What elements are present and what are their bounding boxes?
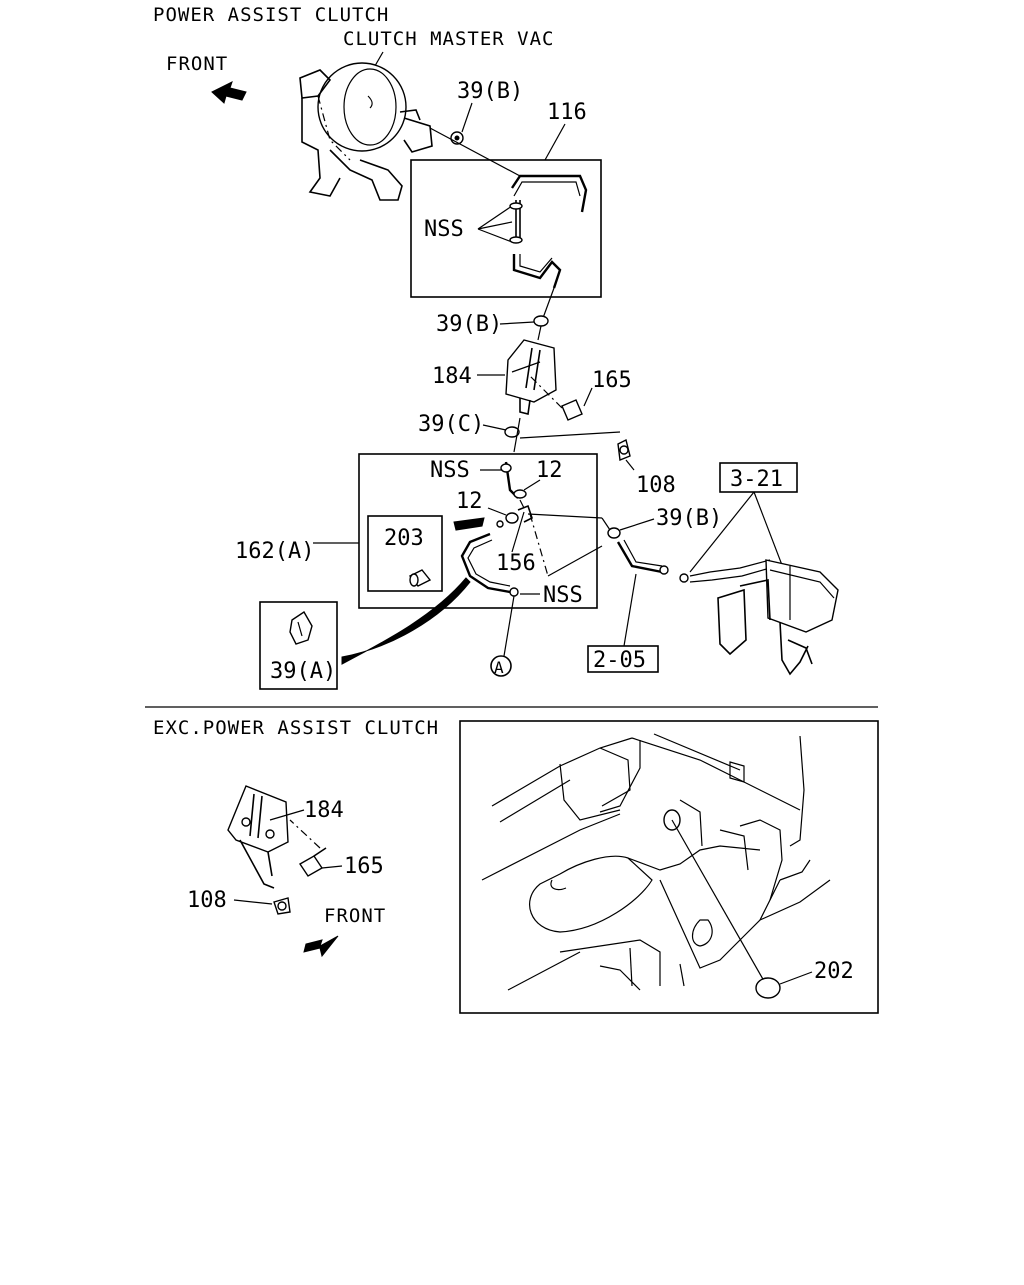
valve-108-top (617, 438, 631, 461)
label-108-top: 108 (636, 473, 676, 498)
clutch-master-vac-part (299, 62, 433, 201)
hose-116 (509, 174, 588, 289)
label-165-top: 165 (592, 368, 632, 393)
label-116: 116 (547, 100, 587, 125)
part-box-162a (358, 453, 598, 609)
label-nss-2: NSS (430, 458, 470, 483)
ref-box-3-21 (719, 462, 798, 493)
label-12-a: 12 (536, 458, 563, 483)
hose-162a (460, 532, 519, 597)
plug-202 (755, 977, 781, 999)
label-39c: 39(C) (418, 412, 484, 437)
clip-39b-mid (533, 315, 549, 327)
part-box-116 (410, 159, 602, 298)
body-floor-drawing (481, 733, 831, 991)
label-clutch-master-vac: CLUTCH MASTER VAC (343, 28, 554, 50)
label-nss-1: NSS (424, 217, 464, 242)
part-box-203 (367, 515, 443, 592)
clip-39a (289, 611, 313, 645)
label-162a: 162(A) (235, 539, 314, 564)
canister-3-21 (679, 559, 839, 676)
front-arrow-icon (303, 935, 339, 958)
label-202: 202 (814, 959, 854, 984)
bolt-165-bottom (289, 819, 327, 877)
label-165-bottom: 165 (344, 854, 384, 879)
label-39b-top: 39(B) (457, 79, 523, 104)
hose-2-05 (616, 539, 669, 575)
label-circle-a: A (494, 658, 504, 677)
label-2-05: 2-05 (593, 648, 646, 673)
label-front-bottom: FRONT (324, 905, 386, 927)
label-3-21: 3-21 (730, 467, 783, 492)
clip-39b-right (607, 527, 621, 539)
part-box-39a (259, 601, 338, 690)
reference-circle-a (490, 655, 512, 677)
bracket-184-top (505, 339, 557, 415)
front-arrow-icon (211, 81, 247, 104)
label-12-b: 12 (456, 489, 483, 514)
valve-108-bottom (273, 897, 291, 915)
label-nss-3: NSS (543, 583, 583, 608)
inset-body-panel (459, 720, 879, 1014)
label-39b-mid: 39(B) (436, 312, 502, 337)
bracket-184-bottom (227, 785, 289, 889)
label-203: 203 (384, 526, 424, 551)
label-184-bottom: 184 (304, 798, 344, 823)
section-title-exc-power-assist: EXC.POWER ASSIST CLUTCH (153, 717, 439, 739)
plug-203 (408, 569, 432, 587)
clamp-12-a (513, 489, 527, 499)
label-39a: 39(A) (270, 659, 336, 684)
label-156: 156 (496, 551, 536, 576)
label-39b-right: 39(B) (656, 506, 722, 531)
label-108-bottom: 108 (187, 888, 227, 913)
bolt-165-top (529, 375, 583, 421)
ref-box-2-05 (587, 645, 659, 673)
pointer-curve-39a (341, 577, 471, 665)
label-184-top: 184 (432, 364, 472, 389)
pointer-arrow-203 (453, 517, 485, 531)
label-front-top: FRONT (166, 53, 228, 75)
clamp-12-b (505, 504, 533, 524)
section-title-power-assist: POWER ASSIST CLUTCH (153, 4, 389, 26)
clip-39c (504, 426, 520, 438)
